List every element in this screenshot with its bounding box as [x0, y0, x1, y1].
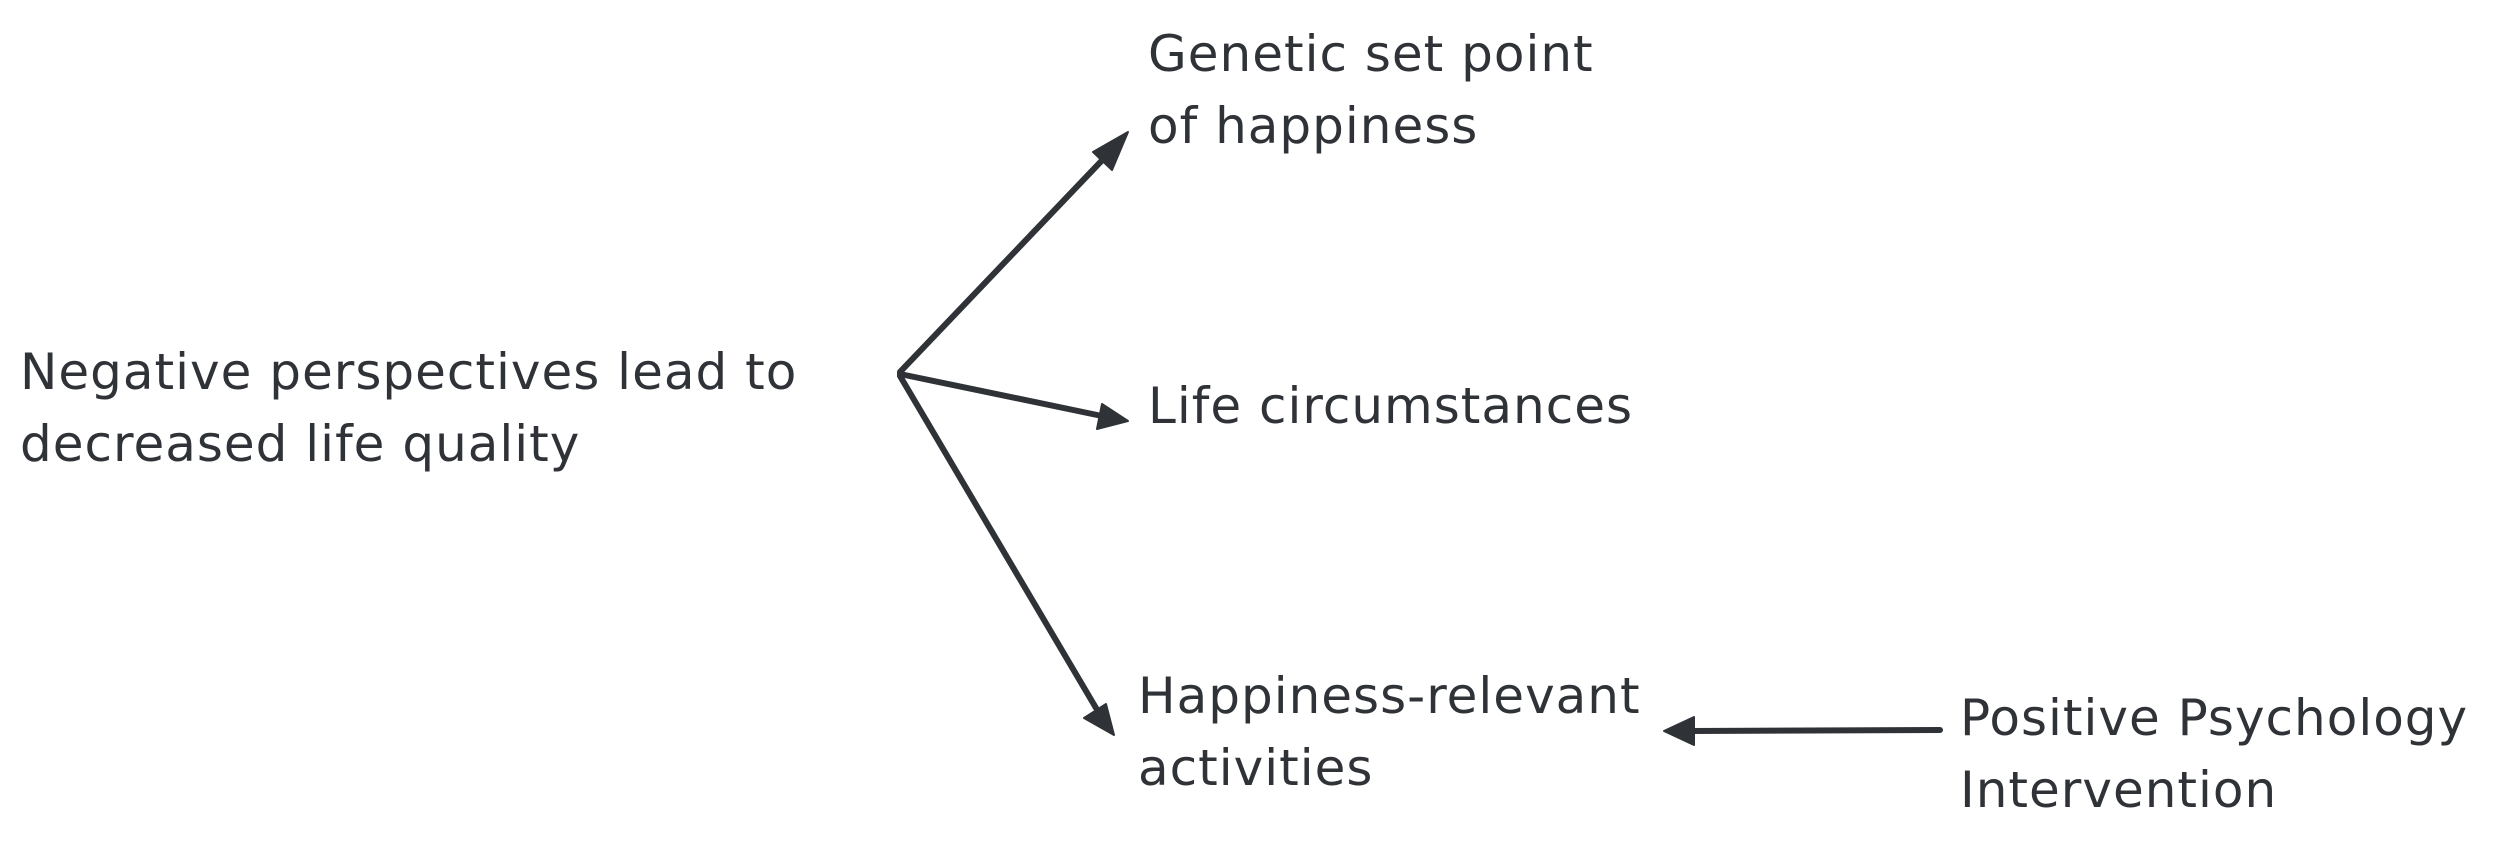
- node-life-circumstances-line-1: Life circumstances: [1148, 377, 1634, 435]
- node-life-circumstances: Life circumstances: [1148, 370, 1633, 442]
- node-positive-psychology-intervention-line-2: Intervention: [1960, 761, 2278, 819]
- node-genetic-set-point-line-2: of happiness: [1148, 97, 1479, 155]
- node-negative-perspectives: Negative perspectives lead to decreased …: [20, 336, 797, 480]
- node-genetic-set-point: Genetic set point of happiness: [1148, 18, 1594, 162]
- node-positive-psychology-intervention-line-1: Positive Psychology: [1960, 689, 2469, 747]
- arrow-negative-to-activities: [897, 373, 1115, 736]
- node-happiness-relevant-activities-line-1: Happiness-relevant: [1138, 667, 1641, 725]
- arrow-negative-to-genetic: [897, 131, 1129, 375]
- arrow-intervention-to-activities: [1663, 716, 1943, 746]
- node-genetic-set-point-line-1: Genetic set point: [1148, 25, 1594, 83]
- node-positive-psychology-intervention: Positive Psychology Intervention: [1960, 682, 2468, 826]
- node-negative-perspectives-line-2: decreased life quality: [20, 415, 581, 473]
- node-negative-perspectives-line-1: Negative perspectives lead to: [20, 343, 798, 401]
- arrow-negative-to-life: [897, 371, 1129, 430]
- node-happiness-relevant-activities: Happiness-relevant activities: [1138, 660, 1641, 804]
- node-happiness-relevant-activities-line-2: activities: [1138, 739, 1374, 797]
